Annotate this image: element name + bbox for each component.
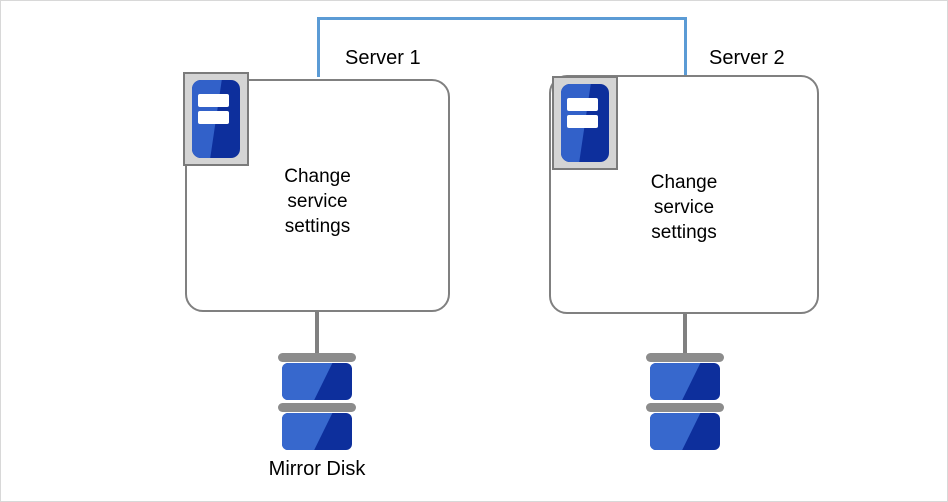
- disk-block-upper: [282, 363, 352, 400]
- server-1-server-icon: [183, 72, 249, 166]
- server-1-line-3: settings: [284, 216, 351, 237]
- cluster-link-vertical-left: [317, 17, 320, 77]
- disk-bar-top: [646, 353, 724, 362]
- server-2-disk-connector: [683, 314, 687, 356]
- cluster-link-vertical-right: [684, 17, 687, 75]
- server-2-line-3: settings: [651, 222, 717, 243]
- server-2-label: Server 2: [709, 47, 785, 69]
- server-icon-bar-bottom: [198, 111, 229, 125]
- server-2-line-1: Change: [650, 172, 718, 193]
- cluster-link-horizontal: [317, 17, 687, 20]
- server-2-box[interactable]: Change service settings: [549, 75, 819, 314]
- server-2-server-icon: [552, 76, 618, 170]
- server-icon-body: [192, 80, 240, 158]
- disk-block-upper: [650, 363, 720, 400]
- disk-block-lower: [282, 413, 352, 450]
- server-2-line-2: service: [653, 197, 715, 218]
- disk-bar-middle: [278, 403, 356, 412]
- server-1-mirror-disk-icon: [278, 353, 356, 453]
- server-icon-bar-top: [567, 98, 598, 112]
- server-1-line-2: service: [287, 191, 348, 212]
- mirror-disk-label: Mirror Disk: [268, 458, 366, 480]
- disk-bar-middle: [646, 403, 724, 412]
- disk-block-lower: [650, 413, 720, 450]
- server-icon-body: [561, 84, 609, 162]
- server-1-line-1: Change: [284, 166, 351, 187]
- server-1-disk-connector: [315, 312, 319, 356]
- server-1-label: Server 1: [345, 47, 421, 69]
- server-icon-bar-top: [198, 94, 229, 108]
- disk-bar-top: [278, 353, 356, 362]
- server-2-mirror-disk-icon: [646, 353, 724, 453]
- server-icon-bar-bottom: [567, 115, 598, 129]
